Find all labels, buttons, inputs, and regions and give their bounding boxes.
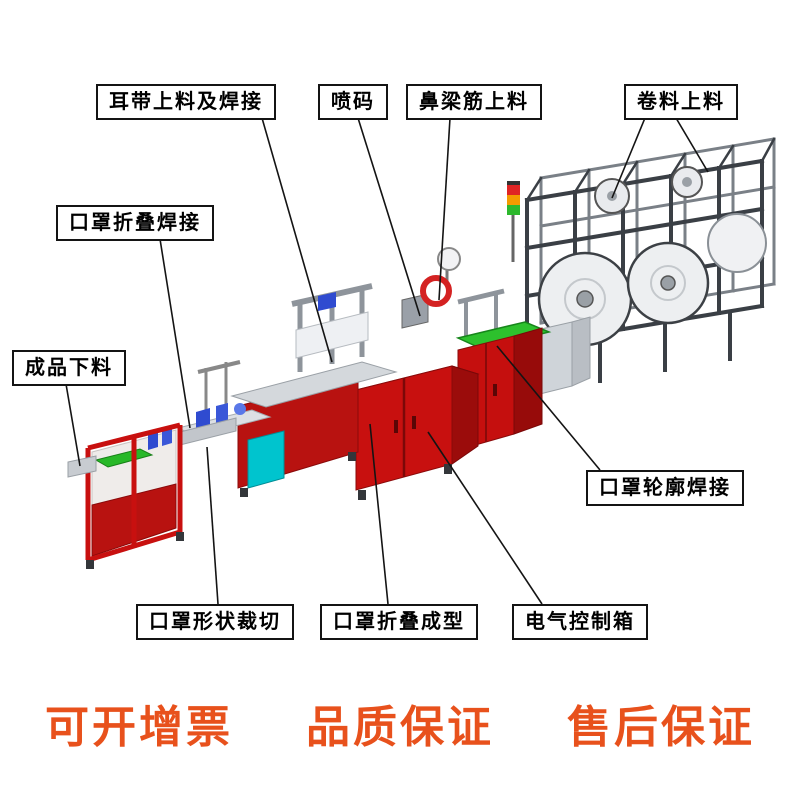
slogan-invoice: 可开增票 xyxy=(45,703,233,752)
label-mask-fold-weld: 口罩折叠焊接 xyxy=(56,205,214,241)
folding-forming-station xyxy=(230,361,398,497)
label-finished-unload: 成品下料 xyxy=(12,350,126,386)
nose-strip-roll xyxy=(420,247,461,307)
label-contour-weld: 口罩轮廓焊接 xyxy=(586,470,744,506)
leader-inkjet xyxy=(357,117,421,317)
leader-cut xyxy=(206,446,219,605)
signal-tower-light xyxy=(507,181,520,262)
leader-contour xyxy=(496,345,601,471)
electric-control-cabinet xyxy=(354,365,480,500)
leader-roll-a xyxy=(611,117,646,199)
contour-gantry xyxy=(457,288,505,340)
leader-foldweld xyxy=(159,238,191,429)
leader-nose xyxy=(438,117,451,301)
label-roll-material-feed: 卷料上料 xyxy=(624,84,738,120)
label-fold-forming: 口罩折叠成型 xyxy=(320,604,478,640)
label-inkjet-coding: 喷码 xyxy=(318,84,388,120)
leader-unload xyxy=(65,383,81,467)
slogan-after-sales: 售后保证 xyxy=(567,703,755,752)
inkjet-coder xyxy=(401,293,429,329)
welding-gantry xyxy=(291,283,373,372)
label-electric-control: 电气控制箱 xyxy=(512,604,648,640)
label-shape-cutting: 口罩形状裁切 xyxy=(136,604,294,640)
slogan-quality: 品质保证 xyxy=(306,703,494,752)
leader-foldform xyxy=(369,423,389,605)
label-earband-feed-weld: 耳带上料及焊接 xyxy=(96,84,276,120)
slogan-row: 可开增票 品质保证 售后保证 xyxy=(0,700,800,756)
unload-station xyxy=(67,422,184,569)
label-nose-strip-feed: 鼻梁筋上料 xyxy=(406,84,542,120)
leader-control xyxy=(427,431,543,605)
leader-roll-b xyxy=(675,117,709,173)
leader-earband xyxy=(261,117,333,363)
